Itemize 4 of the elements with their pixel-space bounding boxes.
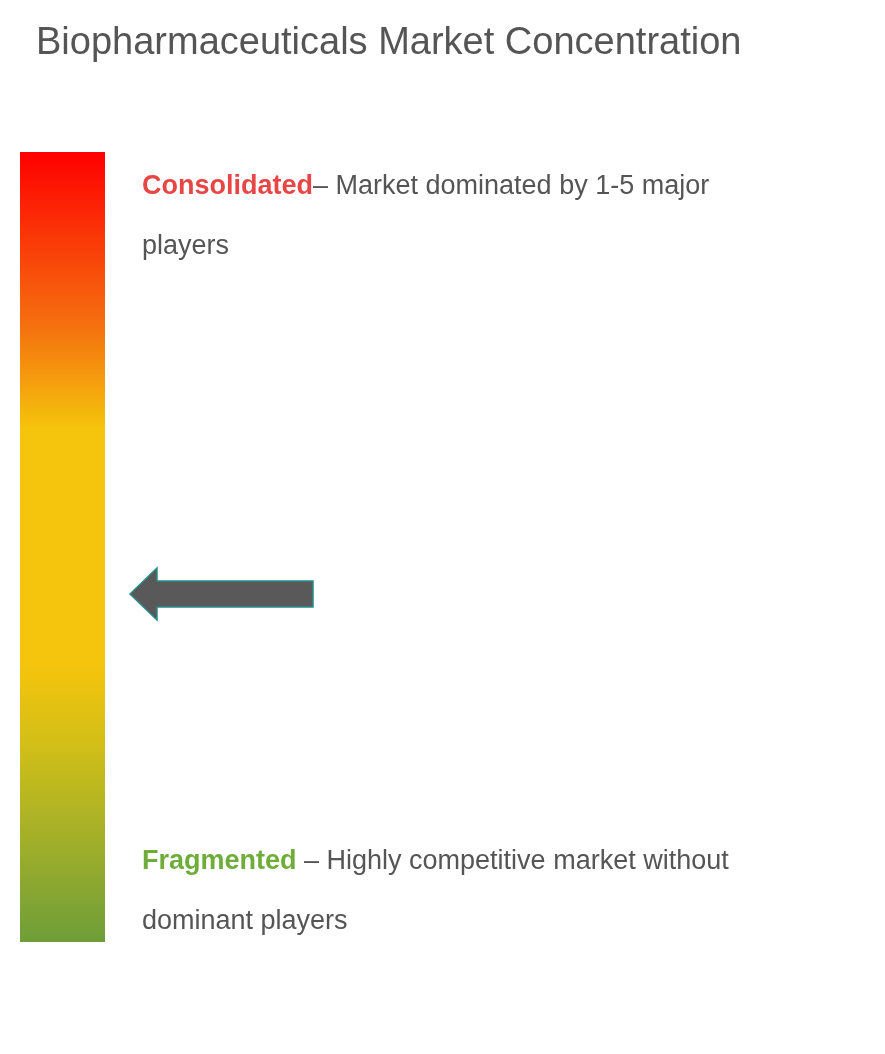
scale-description: Fragmented – Highly competitive market without dominant players [142,844,730,937]
chart-title: Biopharmaceuticals Market Concentration [36,20,742,63]
gradient-bar [20,152,105,942]
scale-description: Consolidated– Market dominated by 1-5 major players [142,169,711,262]
